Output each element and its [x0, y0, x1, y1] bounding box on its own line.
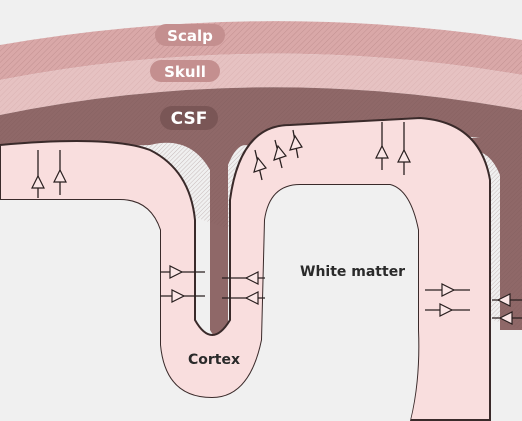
label-white-matter: White matter [300, 264, 405, 280]
svg-text:CSF: CSF [171, 109, 208, 129]
label-cortex: Cortex [188, 352, 240, 368]
svg-text:Skull: Skull [164, 63, 206, 81]
label-skull: Skull [150, 60, 220, 82]
svg-text:Scalp: Scalp [167, 27, 213, 45]
label-csf: CSF [160, 106, 218, 130]
label-scalp: Scalp [155, 24, 225, 46]
white-matter-center [0, 200, 150, 421]
